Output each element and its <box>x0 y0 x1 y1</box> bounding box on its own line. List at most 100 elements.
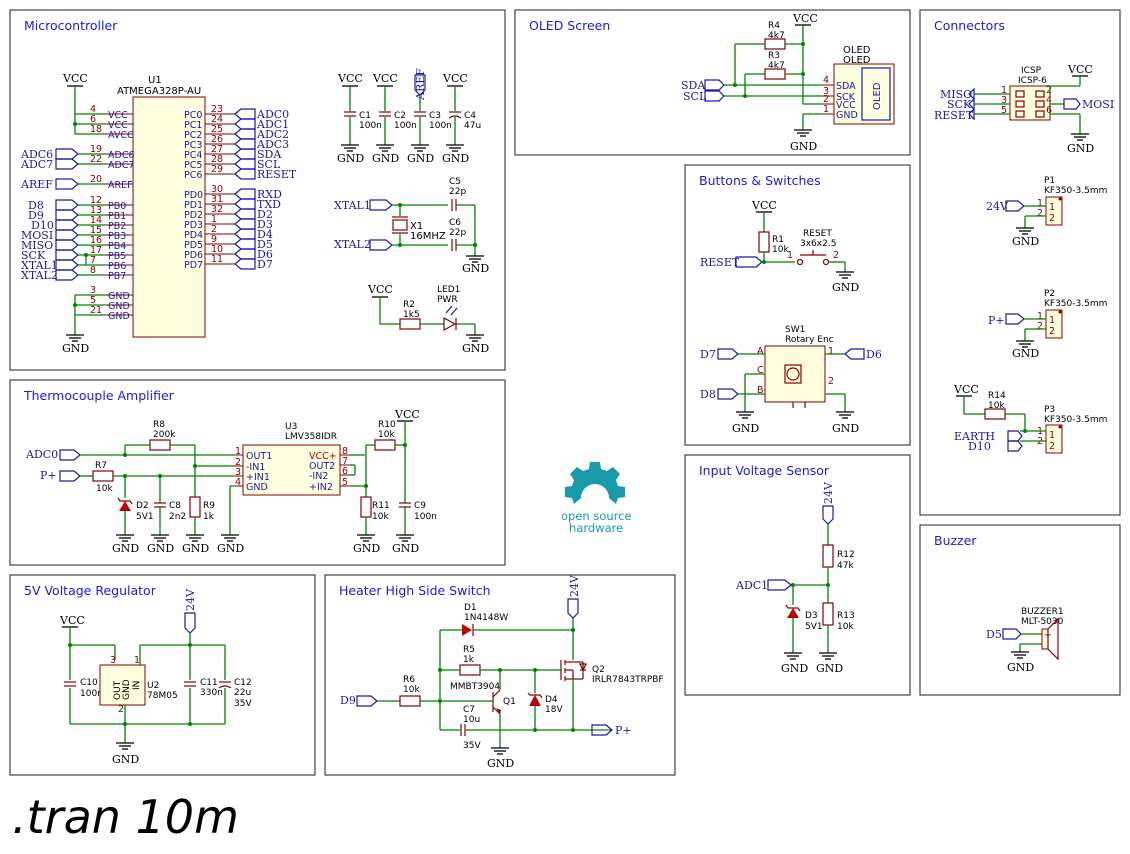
mcu-pin-name: PC2 <box>184 130 202 141</box>
net-port-icon <box>234 128 256 140</box>
vcc-label-icsp: VCC <box>1067 63 1093 76</box>
cap-value: 47u <box>464 121 481 131</box>
cap-ref: C2 <box>394 111 406 121</box>
net-label-d5: D5 <box>257 238 273 251</box>
icsp-pin-num: 4 <box>1046 95 1052 106</box>
mcu-pin-num: 3 <box>90 285 96 296</box>
u3-pin-name: -IN2 <box>309 471 328 482</box>
net-earth-p3: EARTH <box>954 430 995 443</box>
net-scl-oled: SCL <box>683 90 707 103</box>
r8-ref: R8 <box>153 420 165 430</box>
net-label-d9: D9 <box>28 209 44 222</box>
mcu-pin-num: 8 <box>90 265 96 276</box>
mcu-pin-num: 13 <box>90 205 102 216</box>
u2-pin-in: IN <box>132 681 142 690</box>
net-label-mosi: MOSI <box>21 229 53 242</box>
mcu-pin-name: GND <box>108 291 130 302</box>
net-port-icon <box>55 219 79 231</box>
mcu-pin-name: PB4 <box>108 241 126 252</box>
vcc-label-cap: VCC <box>337 72 363 85</box>
mcu-pin-name: ADC7 <box>108 160 135 171</box>
d3-value: 5V1 <box>805 622 823 632</box>
mcu-right-net-labels: ADC0ADC1ADC2ADC3SDASCLRESETRXDTXDD2D3D4D… <box>234 108 297 271</box>
icsp-pin-num: 6 <box>1046 105 1052 116</box>
net-label-d3: D3 <box>257 218 273 231</box>
oled-pin-name: GND <box>836 110 858 121</box>
buzzer-circuit[interactable]: BUZZER1 MLT-5030 D5 + GND <box>986 607 1064 674</box>
x1-ref: X1 <box>410 221 423 232</box>
icsp-pin-num: 5 <box>1001 105 1007 116</box>
u3-pin-name: OUT2 <box>309 461 335 472</box>
net-reset-button: RESET <box>700 256 740 269</box>
c7-ref: C7 <box>463 705 475 715</box>
gnd-label-heater: GND <box>487 757 514 770</box>
power-led-circuit[interactable]: VCC R2 1k5 LED1 PWR GND <box>367 283 489 355</box>
reset-button-circuit[interactable]: VCC R1 10k RESET 1 2 RESET 3x6x2.5 GND <box>700 199 859 294</box>
mcu-pin-num: 16 <box>90 235 102 246</box>
net-port-icon <box>55 239 79 251</box>
connector-p2[interactable]: P2 KF350-3.5mm 12 12 P+ GND <box>988 289 1107 360</box>
r5-value: 1k <box>463 655 475 665</box>
r14-ref: R14 <box>988 391 1006 401</box>
p1-value: KF350-3.5mm <box>1044 186 1107 196</box>
decoupling-caps: VCCC1100nGNDVCCC2100nGNDAREFC3100nGNDVCC… <box>337 68 481 165</box>
r9-resistor <box>189 496 201 518</box>
mcu-u1[interactable]: U1 ATMEGA328P-AU 4VCC6VCC18AVCC19ADC622A… <box>90 75 235 338</box>
svg-text:2: 2 <box>1037 208 1043 219</box>
r6-resistor <box>399 695 421 707</box>
heater-switch[interactable]: 24V D1 1N4148W R5 1k MMBT3904 Q1 GND D9 … <box>340 574 664 770</box>
mcu-pin-num: 4 <box>90 104 96 115</box>
net-24v-heater: 24V <box>568 574 581 597</box>
thermocouple-amplifier[interactable]: ADC0 P+ R8 200k R7 10k D2 5V1 C8 2n2 R9 … <box>25 408 437 555</box>
mcu-pin-num: 28 <box>211 154 223 165</box>
encoder-pin-b: B <box>757 385 764 396</box>
mcu-pin-num: 7 <box>90 255 96 266</box>
r4-ref: R4 <box>768 21 780 31</box>
p1-ref: P1 <box>1044 176 1055 186</box>
u3-pin-num: 8 <box>342 446 348 457</box>
connector-p3[interactable]: VCC R14 10k P3 KF350-3.5mm 12 12 EARTH D… <box>953 383 1107 454</box>
c12-ref: C12 <box>234 678 252 688</box>
r9-value: 1k <box>203 512 215 522</box>
oled-pin-num: 1 <box>823 104 829 115</box>
c8-ref: C8 <box>169 501 181 511</box>
input-voltage-sensor[interactable]: 24V R12 47k ADC1 D3 5V1 R13 10k GND GND <box>735 481 855 675</box>
net-mosi-icsp: MOSI <box>1082 98 1114 111</box>
net-label-adc0: ADC0 <box>256 108 289 121</box>
cap-ref: C3 <box>429 111 441 121</box>
connector-p1[interactable]: P1 KF350-3.5mm 12 12 24V GND <box>986 176 1107 248</box>
net-label-adc7: ADC7 <box>20 158 53 171</box>
d1-diode <box>462 624 472 636</box>
net-xtal2: XTAL2 <box>334 238 371 251</box>
mcu-pin-name: PB3 <box>108 231 126 242</box>
u3-pin-name: OUT1 <box>246 451 272 462</box>
d1-ref: D1 <box>464 603 477 613</box>
oled-circuit[interactable]: VCC R4 4k7 R3 4k7 SDA SCL GND OLED OLED … <box>681 12 895 153</box>
encoder-value: Rotary Enc <box>785 335 834 345</box>
mcu-pin-name: PC5 <box>184 160 202 171</box>
net-miso-icsp: MISO <box>940 88 972 101</box>
u2-ref: U2 <box>147 681 159 691</box>
mcu-pin-num: 31 <box>211 194 223 205</box>
crystal-circuit[interactable]: XTAL1 XTAL2 X1 16MHZ C5 22p C6 22p GND <box>334 177 489 275</box>
net-label-xtal2: XTAL2 <box>21 269 58 282</box>
voltage-regulator[interactable]: VCC C10 100n OUT GND IN 3 2 1 U2 78M05 2… <box>59 588 252 766</box>
mcu-pin-name: GND <box>108 311 130 322</box>
mcu-body <box>132 96 206 338</box>
net-port-icon <box>234 218 256 230</box>
section-title-oled: OLED Screen <box>529 18 610 33</box>
mcu-pin-num: 30 <box>211 184 223 195</box>
gnd-label-thermo: GND <box>182 542 209 555</box>
rotary-encoder-circuit[interactable]: SW1 Rotary Enc A C B 1 2 D7 D8 GND D6 GN… <box>700 325 882 435</box>
r2-resistor <box>399 318 421 330</box>
net-port-icon <box>55 178 79 190</box>
r10-ref: R10 <box>378 420 396 430</box>
net-label-rxd: RXD <box>257 188 282 201</box>
gnd-label-reg: GND <box>112 753 139 766</box>
buzzer-plus: + <box>1044 630 1052 641</box>
u3-pin-name: -IN1 <box>246 462 265 473</box>
